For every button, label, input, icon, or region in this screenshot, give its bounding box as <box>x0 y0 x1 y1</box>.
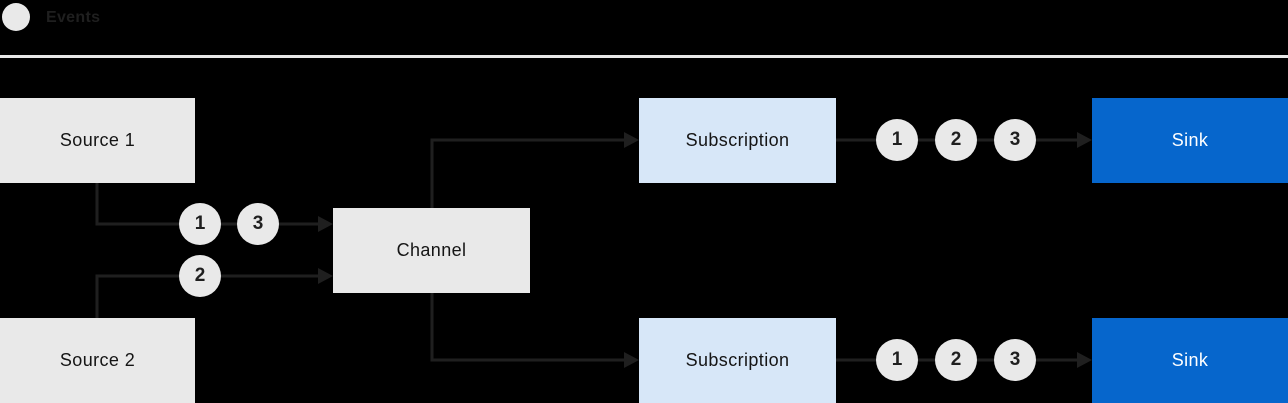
arrowhead-icon <box>1077 132 1092 148</box>
node-source-1: Source 1 <box>0 98 195 183</box>
arrowhead-icon <box>318 216 333 232</box>
node-channel: Channel <box>333 208 530 293</box>
node-subscription-bottom: Subscription <box>639 318 836 403</box>
event-circle-1: 1 <box>876 339 918 381</box>
node-sink-top-label: Sink <box>1171 130 1209 150</box>
node-channel-label: Channel <box>396 240 467 260</box>
connector-line <box>95 274 320 318</box>
node-source-2: Source 2 <box>0 318 195 403</box>
node-sink-bottom: Sink <box>1092 318 1288 403</box>
node-subscription-top-label: Subscription <box>685 130 790 150</box>
events-legend-icon <box>2 3 30 31</box>
node-sink-top: Sink <box>1092 98 1288 183</box>
event-circle-1: 1 <box>179 203 221 245</box>
header-divider <box>0 55 1288 58</box>
node-subscription-bottom-label: Subscription <box>685 350 790 370</box>
arrowhead-icon <box>624 132 639 148</box>
events-legend-label: Events <box>46 9 101 26</box>
node-source-2-label: Source 2 <box>59 350 136 370</box>
arrowhead-icon <box>318 268 333 284</box>
event-circle-3: 3 <box>994 119 1036 161</box>
event-circle-3: 3 <box>994 339 1036 381</box>
connector-channel-to-subscription-top <box>430 132 639 208</box>
connector-channel-to-subscription-bottom <box>430 293 639 368</box>
event-circle-2: 2 <box>179 255 221 297</box>
event-circle-3: 3 <box>237 203 279 245</box>
node-sink-bottom-label: Sink <box>1171 350 1209 370</box>
arrowhead-icon <box>1077 352 1092 368</box>
connector-line <box>430 293 626 362</box>
event-circle-2: 2 <box>935 119 977 161</box>
event-circle-2: 2 <box>935 339 977 381</box>
node-source-1-label: Source 1 <box>59 130 136 150</box>
node-subscription-top: Subscription <box>639 98 836 183</box>
arrowhead-icon <box>624 352 639 368</box>
connector-line <box>430 138 626 208</box>
event-circle-1: 1 <box>876 119 918 161</box>
connector-source2-to-channel <box>95 268 333 318</box>
